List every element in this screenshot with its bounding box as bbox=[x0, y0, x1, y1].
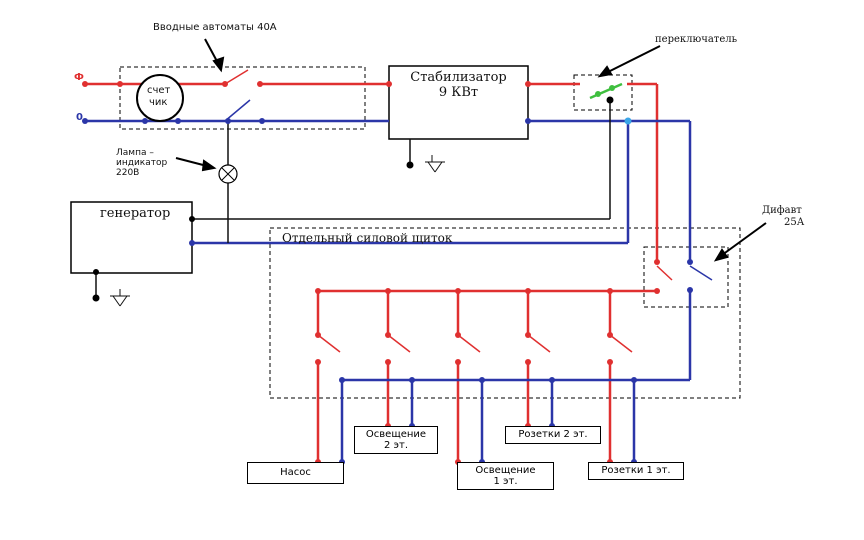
power-panel-box bbox=[269, 227, 741, 399]
stabilizer-label-2: 9 КВт bbox=[438, 85, 479, 100]
meter-label-1: счет bbox=[147, 85, 171, 96]
switch-label: переключатель bbox=[655, 34, 738, 45]
input-breakers-label: Вводные автоматы 40А bbox=[153, 22, 277, 33]
phase-label: Ф bbox=[74, 72, 84, 83]
load-label: Освещение bbox=[475, 465, 536, 476]
lamp-label-3: 220В bbox=[116, 168, 140, 178]
difav-label-2: 25А bbox=[784, 217, 805, 228]
difav-label-1: Дифавт bbox=[762, 205, 802, 216]
load-label-sub: 1 эт. bbox=[493, 476, 518, 487]
breaker-contacts bbox=[317, 265, 673, 353]
input-breakers-box bbox=[119, 66, 366, 130]
load-label: Розетки 1 эт. bbox=[601, 465, 671, 476]
lamp-label-1: Лампа – bbox=[116, 148, 154, 158]
load-label: Освещение bbox=[365, 429, 427, 440]
stabilizer-label-1: Стабилизатор bbox=[410, 70, 507, 85]
load-box-light-1: Освещение 1 эт. bbox=[457, 462, 554, 490]
lamp-icon bbox=[218, 164, 238, 184]
load-box-sockets-1: Розетки 1 эт. bbox=[588, 462, 684, 480]
stabilizer-box bbox=[388, 65, 529, 140]
load-label: Насос bbox=[280, 467, 311, 478]
generator-label: генератор bbox=[100, 206, 171, 221]
switch-icon bbox=[589, 82, 623, 100]
lamp-label: Лампа – индикатор 220В bbox=[116, 148, 167, 178]
difav-box bbox=[643, 246, 729, 308]
lamp-label-2: индикатор bbox=[116, 158, 168, 168]
neutral-label: 0 bbox=[76, 112, 83, 123]
load-box-sockets-2: Розетки 2 эт. bbox=[505, 426, 601, 444]
meter-label-2: чик bbox=[149, 97, 168, 108]
ground-and-control-wires bbox=[95, 98, 611, 298]
arrow-icon bbox=[175, 38, 767, 262]
load-label-sub: 2 эт. bbox=[383, 440, 409, 451]
ground-icon bbox=[110, 155, 445, 307]
load-label: Розетки 2 эт. bbox=[518, 429, 588, 440]
neutral-junctions bbox=[82, 118, 693, 465]
load-box-pump: Насос bbox=[247, 462, 344, 484]
generator-box bbox=[70, 201, 193, 274]
stabilizer-label: Стабилизатор 9 КВт bbox=[389, 70, 528, 100]
load-box-light-2: Освещение 2 эт. bbox=[354, 426, 438, 454]
ground-junctions bbox=[92, 96, 614, 302]
difav-label: Дифавт 25А bbox=[762, 205, 804, 229]
meter-icon bbox=[136, 74, 184, 122]
panel-label: Отдельный силовой щиток bbox=[282, 231, 453, 245]
